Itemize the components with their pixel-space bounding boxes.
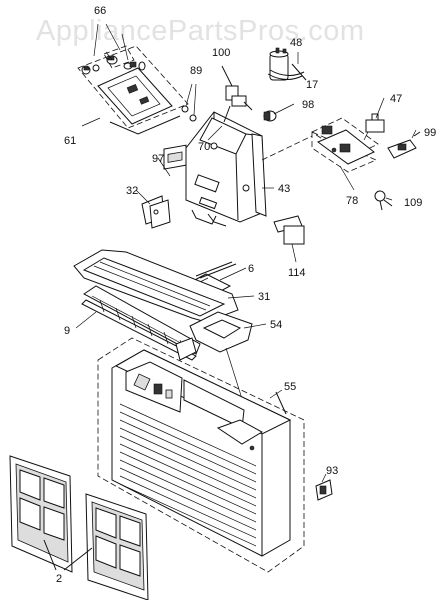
callout-48: 48 bbox=[290, 37, 302, 49]
part-114 bbox=[273, 215, 305, 263]
mounting-bracket bbox=[141, 195, 171, 229]
louver-assembly bbox=[81, 285, 201, 361]
callout-61: 61 bbox=[64, 135, 76, 147]
callout-43: 43 bbox=[278, 183, 290, 195]
leader-lines bbox=[75, 23, 417, 483]
callout-47: 47 bbox=[390, 93, 402, 105]
control-box bbox=[163, 65, 267, 227]
top-grille-cover bbox=[73, 249, 239, 323]
terminal-99 bbox=[387, 131, 421, 159]
front-cabinet bbox=[97, 337, 305, 573]
callout-97: 97 bbox=[152, 153, 164, 165]
callout-114: 114 bbox=[288, 267, 306, 279]
callout-98: 98 bbox=[302, 99, 314, 111]
callout-31: 31 bbox=[258, 291, 270, 303]
callout-109: 109 bbox=[404, 197, 422, 209]
capacitor bbox=[267, 47, 307, 81]
electronic-board bbox=[311, 117, 379, 173]
callout-6: 6 bbox=[248, 263, 254, 275]
part-93 bbox=[315, 479, 333, 501]
air-filter-right bbox=[85, 493, 149, 600]
cabinet-louvers bbox=[119, 403, 257, 547]
callout-89: 89 bbox=[190, 65, 202, 77]
callout-54: 54 bbox=[270, 319, 282, 331]
thermistor-109 bbox=[374, 190, 393, 211]
callout-99: 99 bbox=[424, 127, 436, 139]
callout-55: 55 bbox=[284, 381, 296, 393]
watermark: AppliancePartsPros.com bbox=[36, 15, 365, 47]
callout-32: 32 bbox=[126, 185, 138, 197]
callout-66: 66 bbox=[94, 5, 106, 17]
callout-17: 17 bbox=[306, 79, 318, 91]
callout-93: 93 bbox=[326, 465, 338, 477]
air-filter-left bbox=[9, 455, 73, 573]
fuse-part bbox=[263, 110, 277, 122]
relay-47 bbox=[363, 113, 385, 141]
callout-9: 9 bbox=[64, 325, 70, 337]
callout-100: 100 bbox=[212, 47, 230, 59]
control-panel-assembly bbox=[77, 33, 189, 135]
callout-2: 2 bbox=[56, 573, 62, 585]
callout-78: 78 bbox=[346, 195, 358, 207]
knob-parts bbox=[81, 45, 146, 75]
callout-70: 70 bbox=[198, 141, 210, 153]
screws bbox=[181, 83, 197, 122]
